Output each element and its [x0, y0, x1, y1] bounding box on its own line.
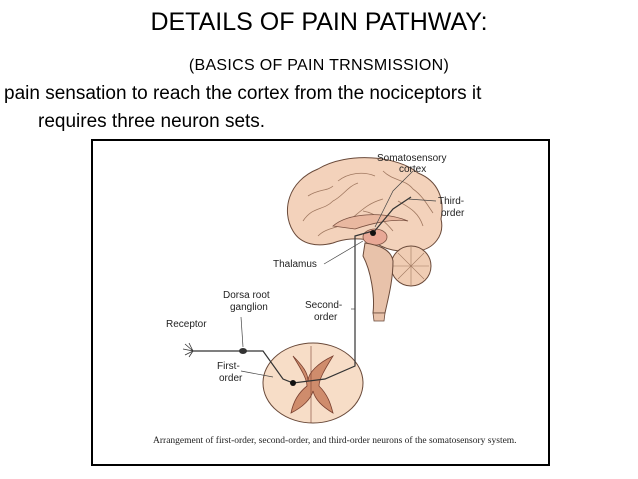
receptor-icon [182, 342, 194, 358]
label-dorsa-root-1: Dorsa root [223, 290, 270, 301]
third-order-neuron [372, 196, 412, 234]
label-third-order-1: Third- [438, 196, 464, 207]
cell-body-thalamus [370, 230, 376, 236]
gray-matter [290, 355, 335, 414]
label-second-order-1: Second- [305, 300, 342, 311]
body-text-line-2: requires three neuron sets. [38, 111, 266, 132]
label-cortex: cortex [399, 164, 426, 175]
neuron-diagram: Somatosensory cortex Third- order Thalam… [166, 153, 465, 424]
slide-subtitle: (BASICS OF PAIN TRNSMISSION) [188, 57, 450, 74]
pain-pathway-figure: Somatosensory cortex Third- order Thalam… [91, 139, 550, 466]
brainstem-shape [362, 242, 394, 314]
body-text-line-1: pain sensation to reach the cortex from … [4, 83, 482, 104]
cell-body-spinal [290, 380, 296, 386]
slide-title: DETAILS OF PAIN PATHWAY: [150, 8, 488, 36]
label-second-order-2: order [314, 312, 338, 323]
ganglion-marker [239, 348, 247, 354]
label-first-order-1: First- [217, 361, 240, 372]
label-first-order-2: order [219, 373, 243, 384]
label-dorsa-root-2: ganglion [230, 302, 268, 313]
label-thalamus: Thalamus [273, 259, 317, 270]
corpus-callosum [332, 214, 409, 230]
label-somatosensory: Somatosensory [377, 153, 446, 164]
label-third-order-2: order [441, 208, 465, 219]
first-order-neuron [193, 350, 294, 384]
second-order-neuron [292, 230, 374, 384]
figure-caption: Arrangement of first-order, second-order… [153, 436, 517, 446]
label-receptor: Receptor [166, 319, 207, 330]
